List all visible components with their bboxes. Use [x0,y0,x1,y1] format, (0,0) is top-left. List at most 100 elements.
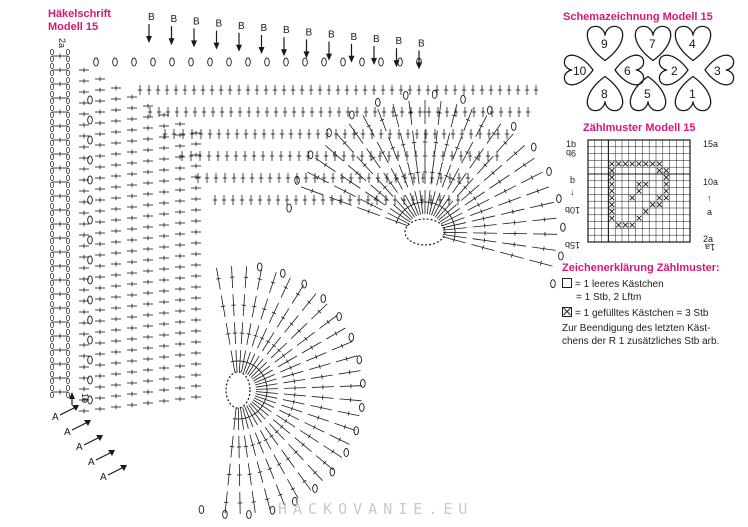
upper-fan-stitch-bar [433,142,439,144]
upper-fan-stitch-bar [503,188,507,194]
schema-number: 8 [601,87,608,101]
chain-stitch [66,98,70,104]
upper-fan-stitch-bar [491,132,496,136]
chain-stitch [66,350,70,356]
legend-filled-box: = 1 gefülltes Kästchen = 3 Stb [562,307,720,320]
chain-stitch [50,315,54,321]
filled-cell-x [656,167,663,174]
upper-fan-stitch-bar [508,199,511,204]
upper-fan-stitch-bar [503,141,508,145]
filled-cell-x [656,201,663,208]
filled-cell-x [629,161,635,167]
chain-stitch [50,126,54,132]
lower-fan-stitch-bar [289,322,294,326]
fan-picot [359,402,365,412]
side-picot [87,235,93,245]
upper-fan-stitch-bar [541,202,543,208]
chain-stitch [66,294,70,300]
b-marker: B [238,21,245,32]
upper-fan-stitch-bar [382,185,387,190]
chain-stitch [66,287,70,293]
filled-cell-x [636,161,642,167]
upper-fan-stitch-bar [408,172,413,175]
chart-label-10a: 10a [703,177,719,187]
lower-fan-stitch-bar [313,470,317,475]
lower-fan-stitch-bar [221,305,226,308]
legend-line4: Zur Beendigung des letzten Käst- [562,323,711,334]
b-arrow-head-icon [168,38,175,46]
a-arrow-head-icon [120,465,127,471]
filled-cell-x [609,188,615,194]
fan-picot [356,355,363,365]
chain-stitch [50,119,54,125]
chain-stitch [50,259,54,265]
lower-fan-stitch-bar [289,365,292,370]
upper-fan-stitch-bar [388,181,393,185]
upper-fan-stitch-bar [408,204,414,207]
side-picot [87,395,93,405]
filled-cell-x [663,181,669,187]
chart-label-15b: 15b [565,240,581,250]
chain-stitch [50,245,54,251]
fan-picot [294,175,300,185]
upper-fan-stitch-bar [539,260,542,266]
upper-fan-stitch-bar [454,233,456,239]
filled-cell-x [656,161,663,167]
a-arrow-head-icon [72,405,79,411]
chain-stitch [66,140,70,146]
filled-cell-x [636,181,642,187]
upper-fan-stitch-bar [433,202,438,206]
filled-cell-x [629,222,635,228]
upper-fan-stitch-bar [370,202,373,207]
upper-fan-stitch-bar [342,141,347,145]
side-picot [87,95,93,105]
upper-fan-stitch-bar [482,216,485,221]
chain-stitch [50,147,54,153]
upper-fan-stitch-bar [348,179,352,184]
chain-stitch [50,301,54,307]
upper-fan-stitch-bar [394,177,399,181]
upper-fan-stitch-bar [367,209,370,214]
upper-fan-stitch-bar [448,213,452,218]
chain-stitch [66,203,70,209]
upper-fan-stitch-bar [396,216,400,221]
fan-picot [530,142,537,152]
lower-fan-stitch-bar [321,374,323,379]
upper-fan-stitch-bar [465,151,470,154]
legend-line1: = 1 leeres Kästchen [575,279,664,290]
pattern-title-line2: Modell 15 [48,21,99,33]
a-arrow-line [59,406,77,416]
side-picot [87,335,93,345]
b-marker: B [351,32,358,43]
filled-cell-x [649,201,656,208]
upper-fan-stitch-bar [415,171,420,174]
lower-fan-stitch-bar [331,449,335,454]
lower-fan-stitch-bar [348,370,351,375]
top-picot [321,57,327,67]
filled-cell-x [649,161,656,167]
upper-fan-stitch-bar [443,207,447,212]
fan-picot [558,251,564,261]
upper-fan-stitch-bar [483,163,488,167]
chain-stitch [50,210,54,216]
top-picot [245,57,251,67]
fan-picot [360,379,366,388]
fan-picot [556,194,562,204]
upper-fan-stitch-bar [513,151,518,156]
filled-cell-x [643,181,649,187]
chain-stitch [50,49,54,55]
filled-cell-x [656,195,663,201]
fan-picot [336,312,342,321]
chart-label-a: a [707,207,713,217]
legend-title: Zeichenerklärung Zählmuster: [562,262,720,274]
fan-picot [222,509,228,519]
upper-fan-stitch-bar [543,246,545,251]
filled-cell-x [615,161,622,167]
upper-fan-stitch-bar [316,175,320,180]
a-marker: A [88,457,95,468]
upper-fan-stitch-bar [430,201,435,204]
upper-fan-stitch-bar [362,163,367,167]
lower-fan-stitch-bar [317,415,320,420]
lower-fan-stitch-bar [271,344,276,348]
lower-fan-stitch-bar [281,353,286,358]
